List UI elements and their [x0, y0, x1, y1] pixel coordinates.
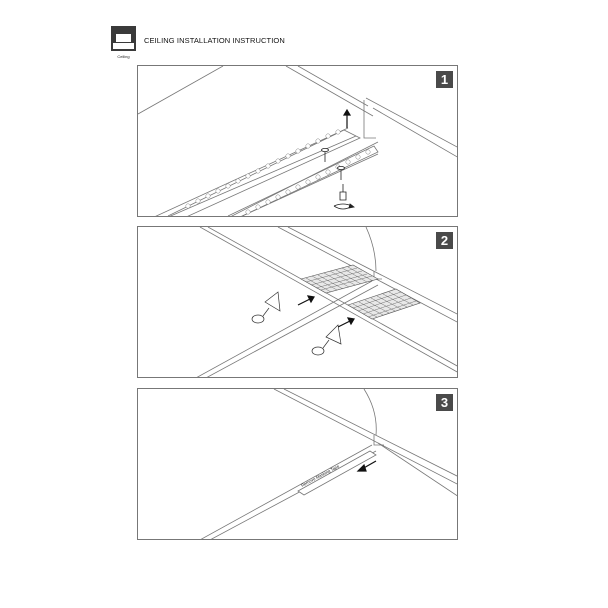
arrow-left-icon: [356, 460, 377, 472]
ceiling-icon-caption: Ceiling: [117, 54, 130, 59]
led-dots-row-2: [245, 149, 371, 215]
document-title: CEILING INSTALLATION INSTRUCTION: [144, 36, 285, 45]
mesh-tape-1: [300, 264, 379, 294]
step-2-badge: 2: [436, 232, 453, 249]
step-1-illustration: [138, 66, 457, 216]
step-1-badge: 1: [436, 71, 453, 88]
up-arrow-icon: [342, 108, 352, 128]
step-1-panel: 1: [137, 65, 458, 217]
step-2-panel: 2: [137, 226, 458, 378]
led-dots-row-1: [185, 129, 341, 209]
step-3-illustration: Remove Masking Tape: [200, 389, 457, 539]
step-2-illustration: [196, 227, 457, 377]
step-3-panel: Remove Masking Tape 3: [137, 388, 458, 540]
screwdriver-icon: [333, 184, 355, 210]
ceiling-icon: [111, 26, 136, 51]
mesh-tape-2: [347, 288, 421, 320]
spatula-icon: [251, 291, 342, 356]
screw-icon: [321, 148, 345, 180]
step-3-badge: 3: [436, 394, 453, 411]
arrow-right-icon: [297, 295, 355, 328]
